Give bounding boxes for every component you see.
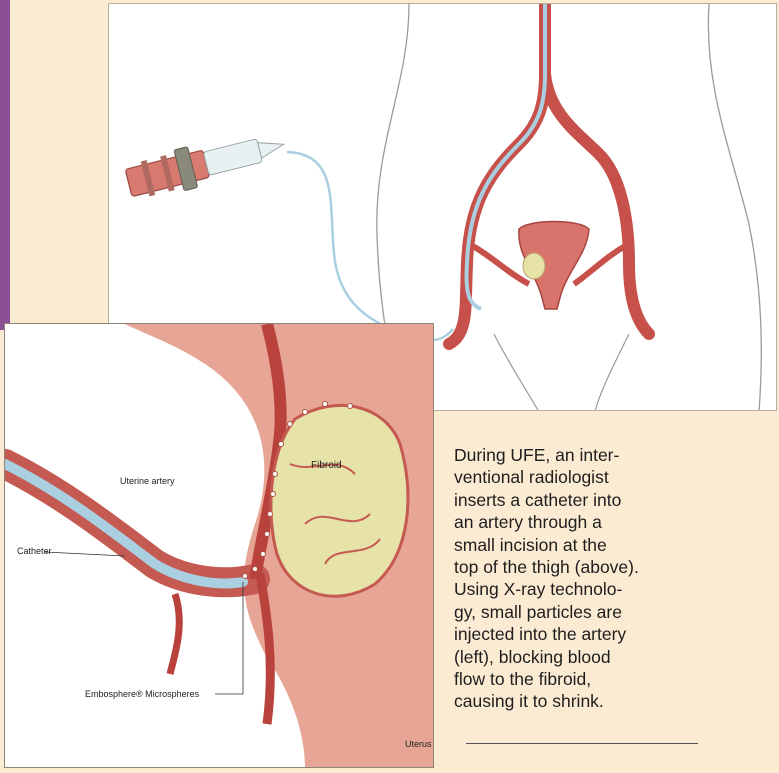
label-uterus: Uterus	[405, 739, 432, 749]
caption-line: inserts a catheter into	[454, 489, 754, 511]
label-microspheres: Embosphere® Microspheres	[85, 689, 200, 699]
aorta	[449, 4, 545, 344]
caption-line: ventional radiologist	[454, 466, 754, 488]
fibroid-closeup-illustration: Uterine artery Fibroid Catheter Embosphe…	[4, 323, 434, 768]
caption-line: small incision at the	[454, 534, 754, 556]
label-catheter: Catheter	[17, 546, 52, 556]
caption-line: top of the thigh (above).	[454, 556, 754, 578]
caption-line: Using X-ray technolo-	[454, 578, 754, 600]
accent-bar	[0, 0, 10, 330]
caption-line: an artery through a	[454, 511, 754, 533]
inner-thigh-right	[595, 334, 629, 411]
caption-line: causing it to shrink.	[454, 690, 754, 712]
fibroid	[271, 405, 408, 596]
caption-line: flow to the fibroid,	[454, 668, 754, 690]
inner-thigh-left	[494, 334, 539, 411]
small-fibroid	[523, 253, 545, 279]
caption-line: During UFE, an inter-	[454, 444, 754, 466]
divider-rule	[466, 743, 698, 744]
body-outline-right	[708, 4, 761, 411]
caption-line: (left), blocking blood	[454, 646, 754, 668]
catheter-tube	[287, 152, 453, 340]
uterine-branch-left	[469, 244, 529, 284]
caption-line: injected into the artery	[454, 623, 754, 645]
closeup-svg: Uterine artery Fibroid Catheter Embosphe…	[5, 324, 434, 768]
label-uterine-artery: Uterine artery	[120, 476, 175, 486]
label-fibroid: Fibroid	[311, 460, 342, 471]
caption-line: gy, small particles are	[454, 601, 754, 623]
syringe	[124, 124, 289, 203]
caption-text: During UFE, an inter- ventional radiolog…	[454, 444, 754, 713]
